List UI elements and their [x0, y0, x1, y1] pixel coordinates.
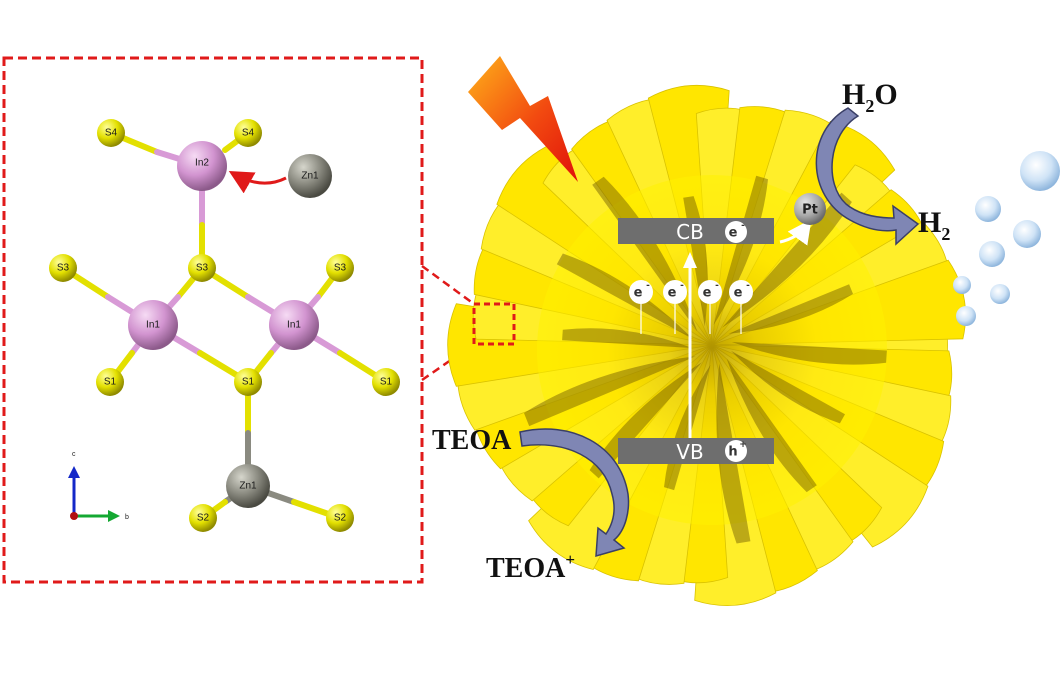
- axis-triad: c b: [68, 451, 129, 522]
- atom-s1-right: S1: [372, 368, 400, 396]
- conduction-band: CB e -: [618, 218, 774, 244]
- petal-fold: [589, 362, 702, 479]
- flower-photocatalyst: [447, 84, 967, 607]
- atom-s2-right: S2: [326, 504, 354, 532]
- pt-cocatalyst: Pt: [779, 193, 826, 246]
- atom-label: S4: [242, 128, 255, 139]
- atom-label: S3: [196, 263, 209, 274]
- vb-carrier-sign: +: [739, 440, 747, 450]
- electron-2: e -: [663, 280, 687, 334]
- axis-label-b: b: [125, 514, 129, 521]
- bubble: [953, 276, 971, 294]
- flower-core: [537, 175, 887, 525]
- atom-in1-right: In1: [269, 300, 319, 350]
- atom-label: S3: [334, 263, 347, 274]
- bubble: [990, 284, 1010, 304]
- bubble: [975, 196, 1001, 222]
- atom-s3-center: S3: [188, 254, 216, 282]
- atom-s1-left: S1: [96, 368, 124, 396]
- petal-fold: [728, 284, 853, 334]
- petal-fold: [562, 328, 693, 348]
- structure-panel: S4 S4 In2 Zn1 S3 S3 S3 In1: [2, 56, 424, 584]
- atom-in2: In2: [177, 141, 227, 191]
- atom-label: S1: [242, 377, 255, 388]
- petal-fold: [524, 356, 696, 427]
- electron-sign: -: [715, 281, 719, 291]
- atom-s2-left: S2: [189, 504, 217, 532]
- electron-sign: -: [746, 281, 750, 291]
- atom-label: Zn1: [301, 171, 319, 182]
- hydrogen-bubbles: [953, 151, 1060, 326]
- atom-label: In1: [287, 320, 301, 331]
- teoa-label: TEOA: [432, 425, 512, 456]
- electron-label: e: [668, 286, 677, 301]
- atom-label: In2: [195, 158, 209, 169]
- electron-3: e -: [698, 280, 722, 334]
- valence-band: VB h +: [618, 438, 774, 464]
- atom-in1-left: In1: [128, 300, 178, 350]
- petal-fold: [713, 175, 768, 326]
- electron-label: e: [634, 286, 643, 301]
- atom-label: S3: [57, 263, 70, 274]
- atom-zn1: Zn1: [226, 464, 270, 508]
- light-bolt-icon: [468, 56, 578, 182]
- atom-label: S1: [380, 377, 393, 388]
- electron-label: e: [703, 286, 712, 301]
- cb-label: CB: [676, 220, 704, 244]
- atom-s4-right: S4: [234, 119, 262, 147]
- bubble: [956, 306, 976, 326]
- teoa-plus-label: TEOA+: [486, 550, 575, 584]
- atom-label: S2: [334, 513, 347, 524]
- atom-s4-left: S4: [97, 119, 125, 147]
- bubble: [1020, 151, 1060, 191]
- petal-fold: [731, 350, 845, 424]
- water-label: H2O: [842, 78, 898, 116]
- water-reduction-arrow: [815, 107, 920, 246]
- vb-carrier: h: [728, 445, 737, 460]
- electron-sign: -: [680, 281, 684, 291]
- cb-carrier: e: [729, 226, 738, 241]
- atom-label: S1: [104, 377, 117, 388]
- atom-zn1-free: Zn1: [288, 154, 332, 198]
- petal-fold: [556, 253, 693, 340]
- electron-1: e -: [629, 280, 653, 334]
- excitation-arrow: [683, 252, 697, 438]
- zoom-box: [472, 302, 516, 346]
- atom-label: S2: [197, 513, 210, 524]
- petal-fold: [726, 358, 817, 493]
- teoa-oxidation-arrow: [519, 428, 630, 558]
- electron-transfer-arrow: [779, 219, 812, 246]
- structure-frame: [2, 56, 424, 584]
- bubble: [979, 241, 1005, 267]
- atom-label: In1: [146, 320, 160, 331]
- electron-sign: -: [646, 281, 650, 291]
- electron-row: e - e - e - e -: [629, 280, 753, 334]
- vb-label: VB: [676, 440, 703, 464]
- bubble: [1013, 220, 1041, 248]
- atom-s1-center: S1: [234, 368, 262, 396]
- cb-carrier-sign: -: [741, 221, 745, 231]
- zn-substitution-arrow: [228, 171, 287, 194]
- petal-fold: [731, 342, 887, 365]
- atom-label: Zn1: [239, 481, 257, 492]
- hydrogen-label: H2: [918, 206, 950, 244]
- petal-fold: [722, 192, 852, 328]
- pt-label: Pt: [802, 203, 818, 218]
- atom-label: S4: [105, 128, 118, 139]
- atom-s3-left: S3: [49, 254, 77, 282]
- electron-4: e -: [729, 280, 753, 334]
- axis-label-c: c: [72, 451, 76, 458]
- electron-label: e: [734, 286, 743, 301]
- atom-s3-right: S3: [326, 254, 354, 282]
